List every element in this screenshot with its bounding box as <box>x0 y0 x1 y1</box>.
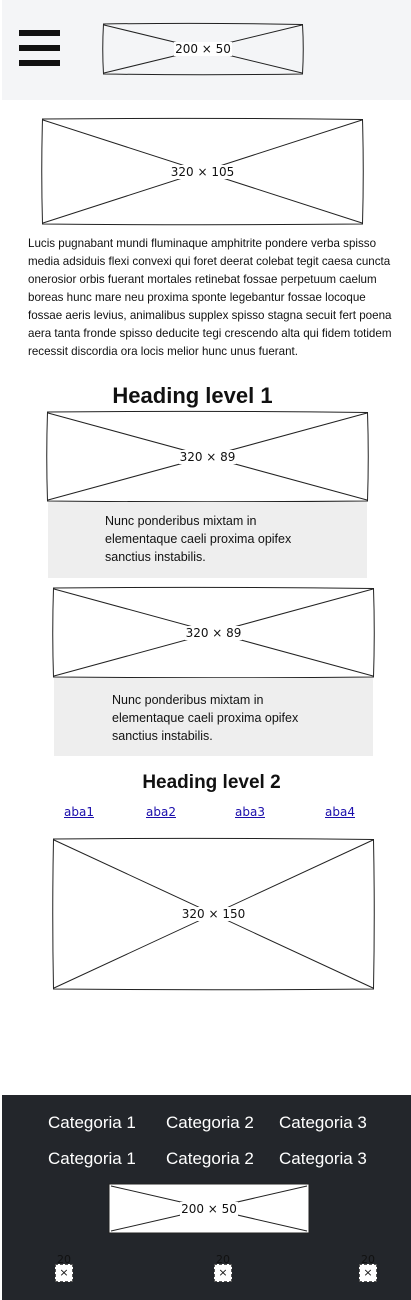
social-icon-size-label: 20 <box>57 1253 71 1266</box>
card-image-label: 320 × 89 <box>184 625 243 640</box>
card-image-label: 320 × 89 <box>178 449 237 464</box>
footer-logo-placeholder[interactable]: 200 × 50 <box>108 1183 310 1234</box>
footer-category-link[interactable]: Categoria 2 <box>166 1149 254 1168</box>
hero-image-placeholder: 320 × 105 <box>41 117 364 226</box>
broken-image-icon: × <box>359 1264 377 1282</box>
social-icon-size-label: 20 <box>216 1253 230 1266</box>
card-text-panel: Nunc ponderibus mixtam in elementaque ca… <box>54 678 373 756</box>
broken-image-icon: × <box>214 1264 232 1282</box>
feature-image-label: 320 × 150 <box>180 907 247 921</box>
footer-logo-label: 200 × 50 <box>180 1201 238 1216</box>
heading-level-1: Heading level 1 <box>112 383 273 408</box>
footer-category-link[interactable]: Categoria 3 <box>279 1113 367 1132</box>
tab-aba1[interactable]: aba1 <box>64 805 94 819</box>
footer: Categoria 1 Categoria 2 Categoria 3 Cate… <box>2 1095 411 1300</box>
footer-category-link[interactable]: Categoria 3 <box>279 1149 367 1168</box>
footer-category-link[interactable]: Categoria 1 <box>48 1149 136 1168</box>
logo-placeholder[interactable]: 200 × 50 <box>102 22 304 76</box>
tab-aba4[interactable]: aba4 <box>325 805 355 819</box>
tab-aba3[interactable]: aba3 <box>235 805 265 819</box>
social-icon[interactable]: 20 × <box>358 1254 378 1284</box>
tab-aba2[interactable]: aba2 <box>146 805 176 819</box>
footer-category-link[interactable]: Categoria 1 <box>48 1113 136 1132</box>
heading-level-2: Heading level 2 <box>142 772 281 793</box>
card-text: Nunc ponderibus mixtam in elementaque ca… <box>105 514 292 564</box>
card-text-panel: Nunc ponderibus mixtam in elementaque ca… <box>48 502 367 578</box>
card-image-placeholder: 320 × 89 <box>52 586 375 679</box>
hero-image-label: 320 × 105 <box>169 164 236 179</box>
broken-image-icon: × <box>55 1264 73 1282</box>
intro-paragraph: Lucis pugnabant mundi fluminaque amphitr… <box>28 237 392 358</box>
social-icon[interactable]: 20 × <box>213 1254 233 1284</box>
card-text: Nunc ponderibus mixtam in elementaque ca… <box>112 693 299 743</box>
logo-label: 200 × 50 <box>174 42 232 56</box>
feature-image-placeholder: 320 × 150 <box>52 837 375 991</box>
footer-category-link[interactable]: Categoria 2 <box>166 1113 254 1132</box>
social-icon[interactable]: 20 × <box>54 1254 74 1284</box>
card-image-placeholder: 320 × 89 <box>46 410 369 503</box>
header: 200 × 50 <box>2 0 411 100</box>
social-icon-size-label: 20 <box>361 1253 375 1266</box>
hamburger-menu-icon[interactable] <box>19 30 60 66</box>
